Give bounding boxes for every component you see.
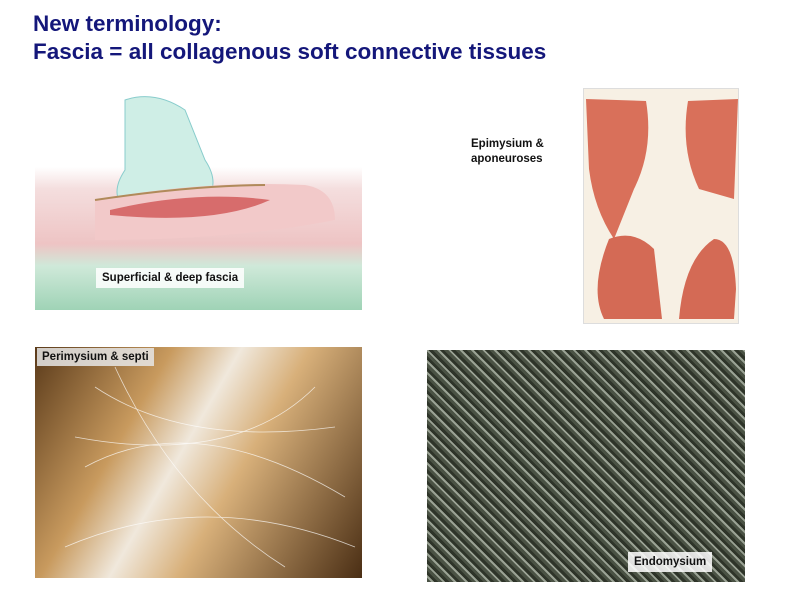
epimysium-label-line-2: aponeuroses: [471, 153, 543, 165]
slide-title: New terminology: Fascia = all collagenou…: [33, 10, 546, 66]
muscle-drawing: [586, 99, 738, 319]
back-muscles-illustration: [583, 88, 739, 324]
title-line-1: New terminology:: [33, 11, 222, 36]
hand-dissection-drawing: [94, 96, 335, 240]
endomysium-micrograph: [427, 350, 745, 582]
epimysium-label: Epimysium & aponeuroses: [471, 137, 544, 167]
perimysium-label: Perimysium & septi: [37, 348, 154, 366]
endomysium-label: Endomysium: [628, 552, 713, 572]
title-line-2: Fascia = all collagenous soft connective…: [33, 39, 547, 64]
epimysium-label-line-1: Epimysium &: [471, 138, 544, 150]
fibrous-tissue-drawing: [64, 366, 356, 568]
perimysium-photo: [35, 347, 362, 578]
superficial-fascia-label: Superficial & deep fascia: [96, 268, 245, 288]
